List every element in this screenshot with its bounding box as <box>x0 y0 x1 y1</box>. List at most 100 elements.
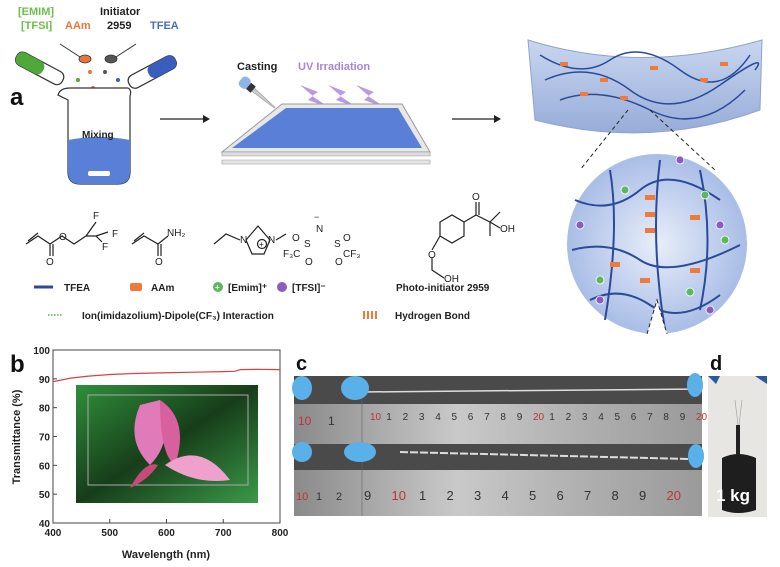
ruler-left-bottom-number: 1 <box>316 491 322 503</box>
ruler-bottom-number: 6 <box>557 488 564 503</box>
ruler-left-bottom-number: 10 <box>296 491 308 503</box>
x-tick-label: 500 <box>101 528 118 539</box>
panel-d-label: d <box>710 353 722 375</box>
pi-oh2: OH <box>444 274 459 285</box>
ruler-top-number: 3 <box>582 412 588 423</box>
uv-irradiation-label: UV Irradiation <box>298 61 370 73</box>
zoom-lines <box>579 109 716 171</box>
tfea-cf3-bonds <box>85 221 109 243</box>
aam-nh2: NH₂ <box>167 228 185 239</box>
tfsi-structure: O S N − S O F₃C O O CF₃ <box>283 212 360 268</box>
emim-label: [EMIM] <box>18 6 54 18</box>
weight-photo: 1 kg <box>708 376 767 517</box>
ruler-bottom-number: 5 <box>529 488 536 503</box>
ruler-top-number: 6 <box>631 412 637 423</box>
tfsi-s2: S <box>334 239 341 250</box>
tfea-f2: F <box>112 229 118 240</box>
casting-label: Casting <box>237 61 277 73</box>
y-axis-label: Transmittance (%) <box>11 389 23 484</box>
uv-lightning-icons <box>300 85 386 108</box>
inset-lotus-photo <box>76 385 258 503</box>
ruler-bottom-number: 4 <box>502 488 509 503</box>
tfsi-cf3a: F₃C <box>283 249 300 260</box>
y-tick-label: 40 <box>39 519 51 530</box>
ruler-top-number: 8 <box>500 412 506 423</box>
ruler-top-number: 1 <box>386 412 392 423</box>
tfea-carbonyl-o: O <box>46 257 54 268</box>
mixing-label: Mixing <box>82 130 114 141</box>
y-tick-label: 100 <box>33 346 50 357</box>
tfea-structure <box>25 232 87 256</box>
casting-mold <box>220 103 431 165</box>
initiator-number: 2959 <box>107 20 131 32</box>
y-tick-label: 80 <box>39 404 51 415</box>
ruler-top-number: 8 <box>663 412 669 423</box>
y-tick-label: 70 <box>39 433 51 444</box>
ruler-bottom-number: 9 <box>364 488 371 503</box>
transmittance-series-line <box>52 368 281 383</box>
aam-label: AAm <box>65 20 91 32</box>
ruler-bottom-number: 20 <box>667 488 681 503</box>
legend-ion-dipole: Ion(imidazolium)-Dipole(CF₃) Interaction <box>82 311 274 322</box>
ruler-top-number: 20 <box>533 412 545 423</box>
green-test-tube <box>14 51 65 86</box>
arrow-1 <box>160 115 210 123</box>
ruler-top-number: 2 <box>566 412 572 423</box>
ruler-top-number: 7 <box>647 412 653 423</box>
tfsi-s1: S <box>304 239 311 250</box>
panel-b-label: b <box>10 351 25 378</box>
legend-photo-initiator: Photo-initiator 2959 <box>396 283 490 294</box>
ruler-top-number: 5 <box>452 412 458 423</box>
network-magnified-circle <box>567 154 747 335</box>
ruler-bottom-number: 1 <box>419 488 426 503</box>
emim-structure <box>213 225 287 255</box>
aam-carbonyl-o: O <box>155 257 163 268</box>
tfsi-minus: − <box>314 212 319 222</box>
ruler-left-bottom-number: 2 <box>336 491 342 503</box>
legend-tfea: TFEA <box>64 283 90 294</box>
legend-emim: [Emim]⁺ <box>228 283 267 294</box>
legend-aam: AAm <box>151 283 174 294</box>
svg-text:+: + <box>215 283 220 292</box>
hydrogel-slab <box>527 39 763 134</box>
spoons <box>59 43 137 64</box>
ruler-top-number: 4 <box>598 412 604 423</box>
ruler-top-number: 7 <box>484 412 490 423</box>
tfsi-o2: O <box>343 233 351 244</box>
arrow-2 <box>452 115 501 123</box>
dropper-icon <box>238 76 276 109</box>
ruler-top-number: 2 <box>403 412 409 423</box>
emim-n1: N <box>240 235 247 246</box>
reagent-labels: [EMIM] [TFSI] AAm Initiator 2959 TFEA <box>18 6 179 32</box>
tfsi-label: [TFSI] <box>21 20 52 32</box>
ruler-top-number: 6 <box>468 412 474 423</box>
x-axis-label: Wavelength (nm) <box>122 549 211 561</box>
ruler-top-number: 3 <box>419 412 425 423</box>
emim-plus: + <box>259 240 264 249</box>
ruler-top-number: 1 <box>549 412 555 423</box>
ruler-bottom-number: 10 <box>392 488 406 503</box>
photo-initiator-structure <box>431 202 501 279</box>
legend-hydrogen-bond: Hydrogen Bond <box>395 311 470 322</box>
panel-a-label: a <box>10 84 24 111</box>
y-tick-label: 90 <box>39 375 51 386</box>
emim-n2: N <box>268 235 275 246</box>
y-tick-label: 50 <box>39 490 51 501</box>
aam-structure <box>131 232 169 256</box>
x-tick-label: 800 <box>272 528 289 539</box>
beaker <box>57 87 132 185</box>
ruler-top-number: 5 <box>615 412 621 423</box>
tfea-f3: F <box>102 242 108 253</box>
x-tick-label: 700 <box>215 528 232 539</box>
tfsi-n: N <box>316 224 323 235</box>
ruler-bottom-number: 9 <box>639 488 646 503</box>
tfea-ester-o: O <box>59 232 67 243</box>
stir-bar <box>88 171 110 176</box>
ruler-left-top-number: 1 <box>328 414 335 428</box>
ruler-bottom-number: 3 <box>474 488 481 503</box>
tfea-f1: F <box>93 211 99 222</box>
ruler-left-top-number: 10 <box>298 414 312 428</box>
y-tick-label: 60 <box>39 461 51 472</box>
